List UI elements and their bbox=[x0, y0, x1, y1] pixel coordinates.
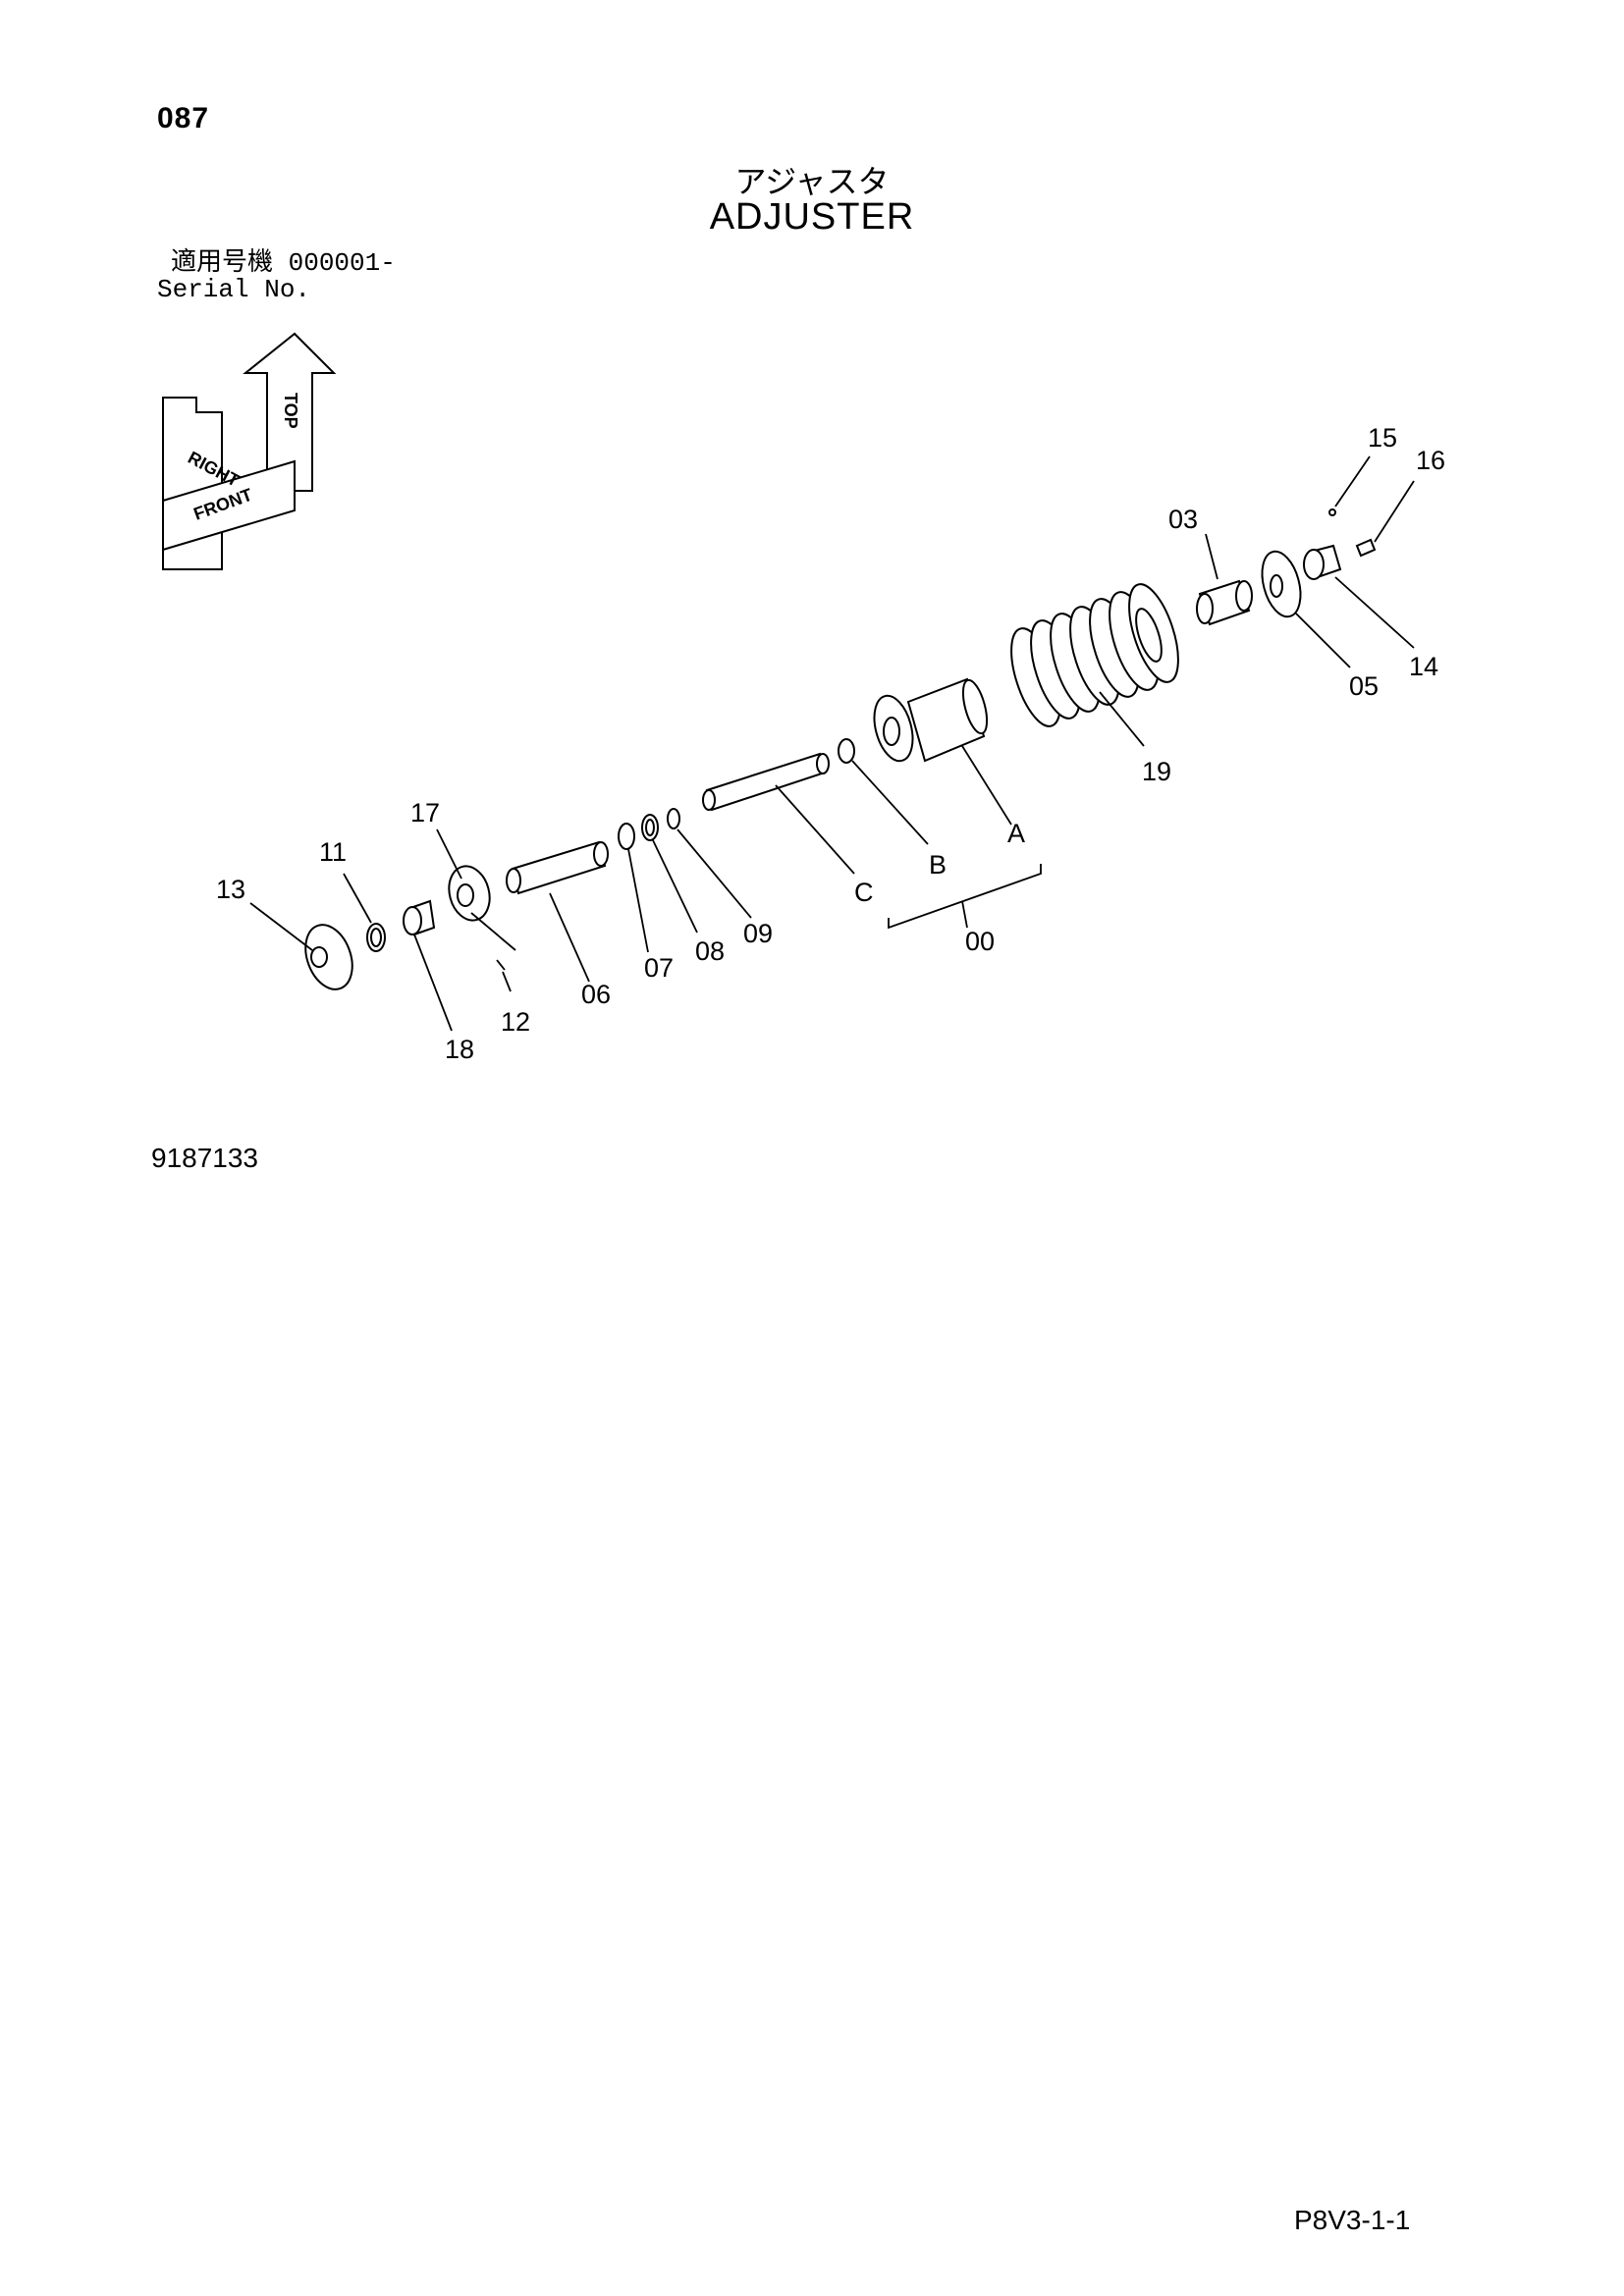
part-06-rod bbox=[506, 840, 609, 895]
label-09: 09 bbox=[743, 919, 773, 948]
label-13: 13 bbox=[216, 875, 245, 904]
serial-label-en: Serial No. bbox=[157, 275, 311, 304]
page-number: 087 bbox=[157, 102, 210, 134]
serial-block: 適用号機 000001- Serial No. bbox=[157, 250, 396, 303]
label-00: 00 bbox=[965, 927, 995, 956]
part-07-seal bbox=[618, 823, 635, 850]
title-english: ADJUSTER bbox=[709, 196, 915, 238]
label-14: 14 bbox=[1409, 652, 1438, 681]
part-05-flange bbox=[1261, 550, 1302, 618]
serial-value: 000001- bbox=[288, 248, 396, 278]
serial-label-jp: 適用号機 bbox=[171, 248, 274, 278]
label-11: 11 bbox=[319, 837, 347, 867]
orientation-top-label: TOP bbox=[281, 393, 300, 429]
label-05: 05 bbox=[1349, 671, 1379, 701]
label-C: C bbox=[854, 878, 874, 907]
part-13-cap bbox=[304, 924, 353, 990]
part-15-ball bbox=[1328, 508, 1336, 516]
part-c-rod bbox=[702, 752, 830, 812]
part-14-nut bbox=[1303, 544, 1342, 580]
label-15: 15 bbox=[1368, 423, 1397, 453]
part-a-cylinder bbox=[873, 677, 989, 763]
drawing-number: 9187133 bbox=[151, 1143, 259, 1173]
label-18: 18 bbox=[445, 1035, 474, 1064]
part-12-pin bbox=[496, 959, 506, 971]
part-b-ring bbox=[838, 738, 855, 764]
assembly-00-bracket bbox=[888, 864, 1042, 930]
label-19: 19 bbox=[1142, 757, 1171, 786]
part-03-bushing bbox=[1196, 579, 1253, 626]
title-japanese: アジャスタ bbox=[734, 164, 890, 199]
label-12: 12 bbox=[501, 1007, 530, 1037]
part-19-spring bbox=[1010, 583, 1179, 727]
label-06: 06 bbox=[581, 980, 611, 1009]
label-17: 17 bbox=[410, 798, 440, 828]
label-03: 03 bbox=[1168, 505, 1198, 534]
label-16: 16 bbox=[1416, 446, 1445, 475]
orientation-indicator: RIGHT TOP FRONT bbox=[162, 332, 337, 570]
label-08: 08 bbox=[695, 936, 725, 966]
label-07: 07 bbox=[644, 953, 674, 983]
part-18-bushing bbox=[403, 899, 436, 936]
part-09-ring bbox=[667, 808, 680, 829]
part-16-fitting bbox=[1355, 538, 1377, 558]
page-code: P8V3-1-1 bbox=[1294, 2205, 1411, 2235]
label-B: B bbox=[929, 850, 947, 880]
label-A: A bbox=[1007, 819, 1025, 848]
part-17-plate bbox=[448, 865, 491, 922]
